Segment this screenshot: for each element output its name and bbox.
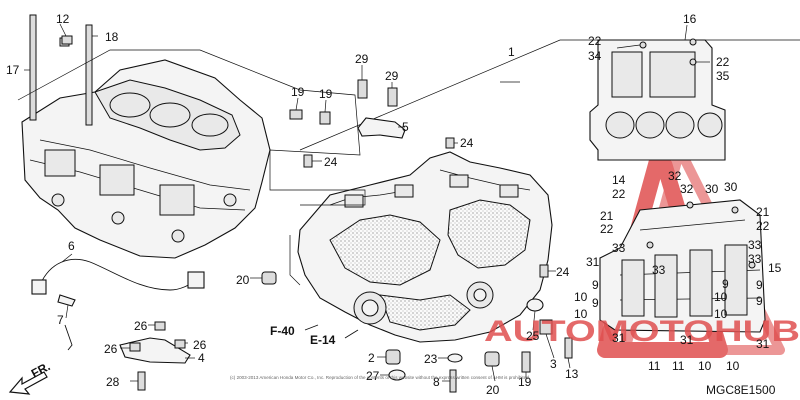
callout-28: 28: [106, 375, 120, 389]
assembly-box-outline: [17, 39, 800, 286]
leader-lines: [24, 23, 710, 382]
callout-10: 10: [726, 359, 740, 373]
front-direction-arrow: FR.: [8, 359, 53, 395]
callout-6: 6: [68, 239, 75, 253]
callout-17: 17: [6, 63, 20, 77]
callout-16: 16: [683, 12, 697, 26]
callout-9: 9: [756, 294, 763, 308]
callout-12: 12: [56, 12, 70, 26]
callout-30: 30: [705, 182, 719, 196]
callout-22: 22: [716, 55, 730, 69]
callout-33: 33: [612, 241, 626, 255]
callout-20: 20: [236, 273, 250, 287]
callout-21: 21: [600, 209, 614, 223]
callout-10: 10: [574, 307, 588, 321]
bearing-frame: [599, 199, 766, 333]
callout-31: 31: [680, 333, 694, 347]
callout-19: 19: [518, 375, 532, 389]
callout-4: 4: [198, 351, 205, 365]
callout-7: 7: [57, 313, 64, 327]
callout-33: 33: [652, 263, 666, 277]
callout-22: 22: [588, 34, 602, 48]
callout-34: 34: [588, 49, 602, 63]
reference-e14: E-14: [310, 333, 336, 347]
callout-5: 5: [402, 120, 409, 134]
callout-24: 24: [460, 136, 474, 150]
callout-2: 2: [368, 351, 375, 365]
callout-3: 3: [550, 357, 557, 371]
front-direction-label: FR.: [29, 359, 53, 380]
callout-24: 24: [556, 265, 570, 279]
callout-26: 26: [193, 338, 207, 352]
callout-9: 9: [592, 278, 599, 292]
watermark-text: AUTOMOTOHUB: [484, 315, 800, 348]
callout-20: 20: [486, 383, 500, 397]
lower-crankcase: [297, 151, 553, 343]
callout-19: 19: [291, 85, 305, 99]
callout-13: 13: [565, 367, 579, 381]
callout-10: 10: [714, 307, 728, 321]
callout-1: 1: [508, 45, 515, 59]
callout-14: 14: [612, 173, 626, 187]
callout-26: 26: [104, 342, 118, 356]
callout-29: 29: [355, 52, 369, 66]
callout-10: 10: [714, 290, 728, 304]
callout-15: 15: [768, 261, 782, 275]
callout-35: 35: [716, 69, 730, 83]
callout-31: 31: [612, 331, 626, 345]
callout-9: 9: [722, 277, 729, 291]
callout-32: 32: [680, 182, 694, 196]
callout-21: 21: [756, 205, 770, 219]
diagram-code: MGC8E1500: [706, 383, 776, 397]
upper-crankcase: [21, 59, 271, 259]
callout-22: 22: [612, 187, 626, 201]
callout-10: 10: [574, 290, 588, 304]
copyright-notice: (c) 2003-2013 American Honda Motor Co., …: [230, 375, 530, 380]
callout-32: 32: [668, 169, 682, 183]
callout-31: 31: [586, 255, 600, 269]
callout-labels: 12 18 17 1 29 29 19 19 5 24 24 24 16 22 …: [6, 12, 782, 397]
callout-27: 27: [366, 369, 380, 383]
small-parts: [31, 35, 573, 393]
callout-22: 22: [756, 219, 770, 233]
reference-f40: F-40: [270, 324, 295, 338]
callout-8: 8: [433, 375, 440, 389]
callout-33: 33: [748, 238, 762, 252]
callout-9: 9: [592, 296, 599, 310]
callout-9: 9: [756, 278, 763, 292]
callout-19: 19: [319, 87, 333, 101]
callout-11: 11: [672, 359, 685, 373]
callout-33: 33: [748, 252, 762, 266]
callout-26: 26: [134, 319, 148, 333]
callout-25: 25: [526, 329, 540, 343]
callout-11: 11: [648, 359, 661, 373]
callout-18: 18: [105, 30, 119, 44]
callout-30: 30: [724, 180, 738, 194]
callout-23: 23: [424, 352, 438, 366]
callout-22: 22: [600, 222, 614, 236]
cover-plate: [589, 38, 726, 161]
callout-24: 24: [324, 155, 338, 169]
callout-31: 31: [756, 337, 770, 351]
reference-labels: F-40 E-14: [270, 324, 359, 347]
callout-10: 10: [698, 359, 712, 373]
callout-29: 29: [385, 69, 399, 83]
